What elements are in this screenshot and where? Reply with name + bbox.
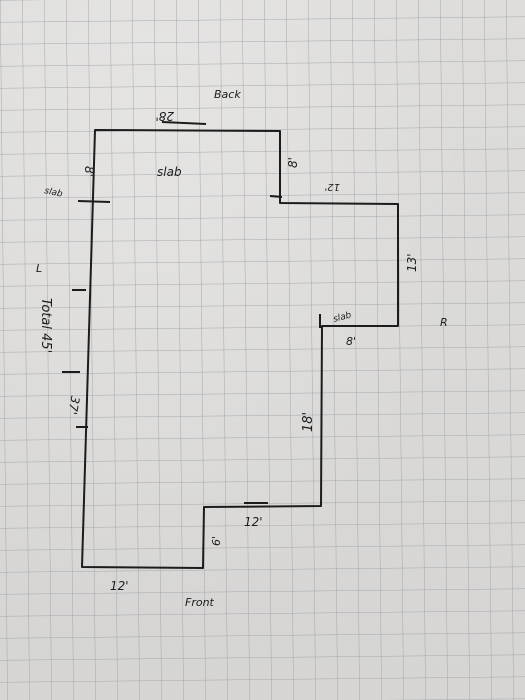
total-length-label: Total 45' bbox=[38, 298, 53, 353]
notch-right-dimension: 8' bbox=[286, 157, 300, 168]
front-width-dimension: 12' bbox=[110, 579, 129, 593]
front-label: Front bbox=[185, 596, 215, 609]
back-label: Back bbox=[214, 88, 241, 101]
slab-right-label: slab bbox=[332, 310, 353, 325]
dimension-ticks bbox=[62, 121, 321, 504]
back-width-dimension: 28' bbox=[155, 109, 174, 123]
left-side-dimension: 37' bbox=[65, 395, 82, 416]
step-top-dimension: 12' bbox=[325, 181, 340, 192]
right-side-label: R bbox=[440, 316, 448, 329]
step-bottom-dimension: 12' bbox=[244, 515, 263, 529]
front-notch-dimension: 6' bbox=[210, 536, 223, 546]
right-side-dimension: 13' bbox=[405, 253, 419, 272]
floor-plan-outline bbox=[81, 129, 399, 569]
left-side-label: L bbox=[36, 262, 42, 275]
lower-right-dimension: 18' bbox=[301, 412, 316, 432]
slab-main-label: slab bbox=[157, 165, 182, 179]
step-right-dimension: 8' bbox=[346, 335, 356, 348]
notch-left-dimension: 8' bbox=[82, 166, 96, 177]
slab-left-label: slab bbox=[43, 186, 63, 200]
